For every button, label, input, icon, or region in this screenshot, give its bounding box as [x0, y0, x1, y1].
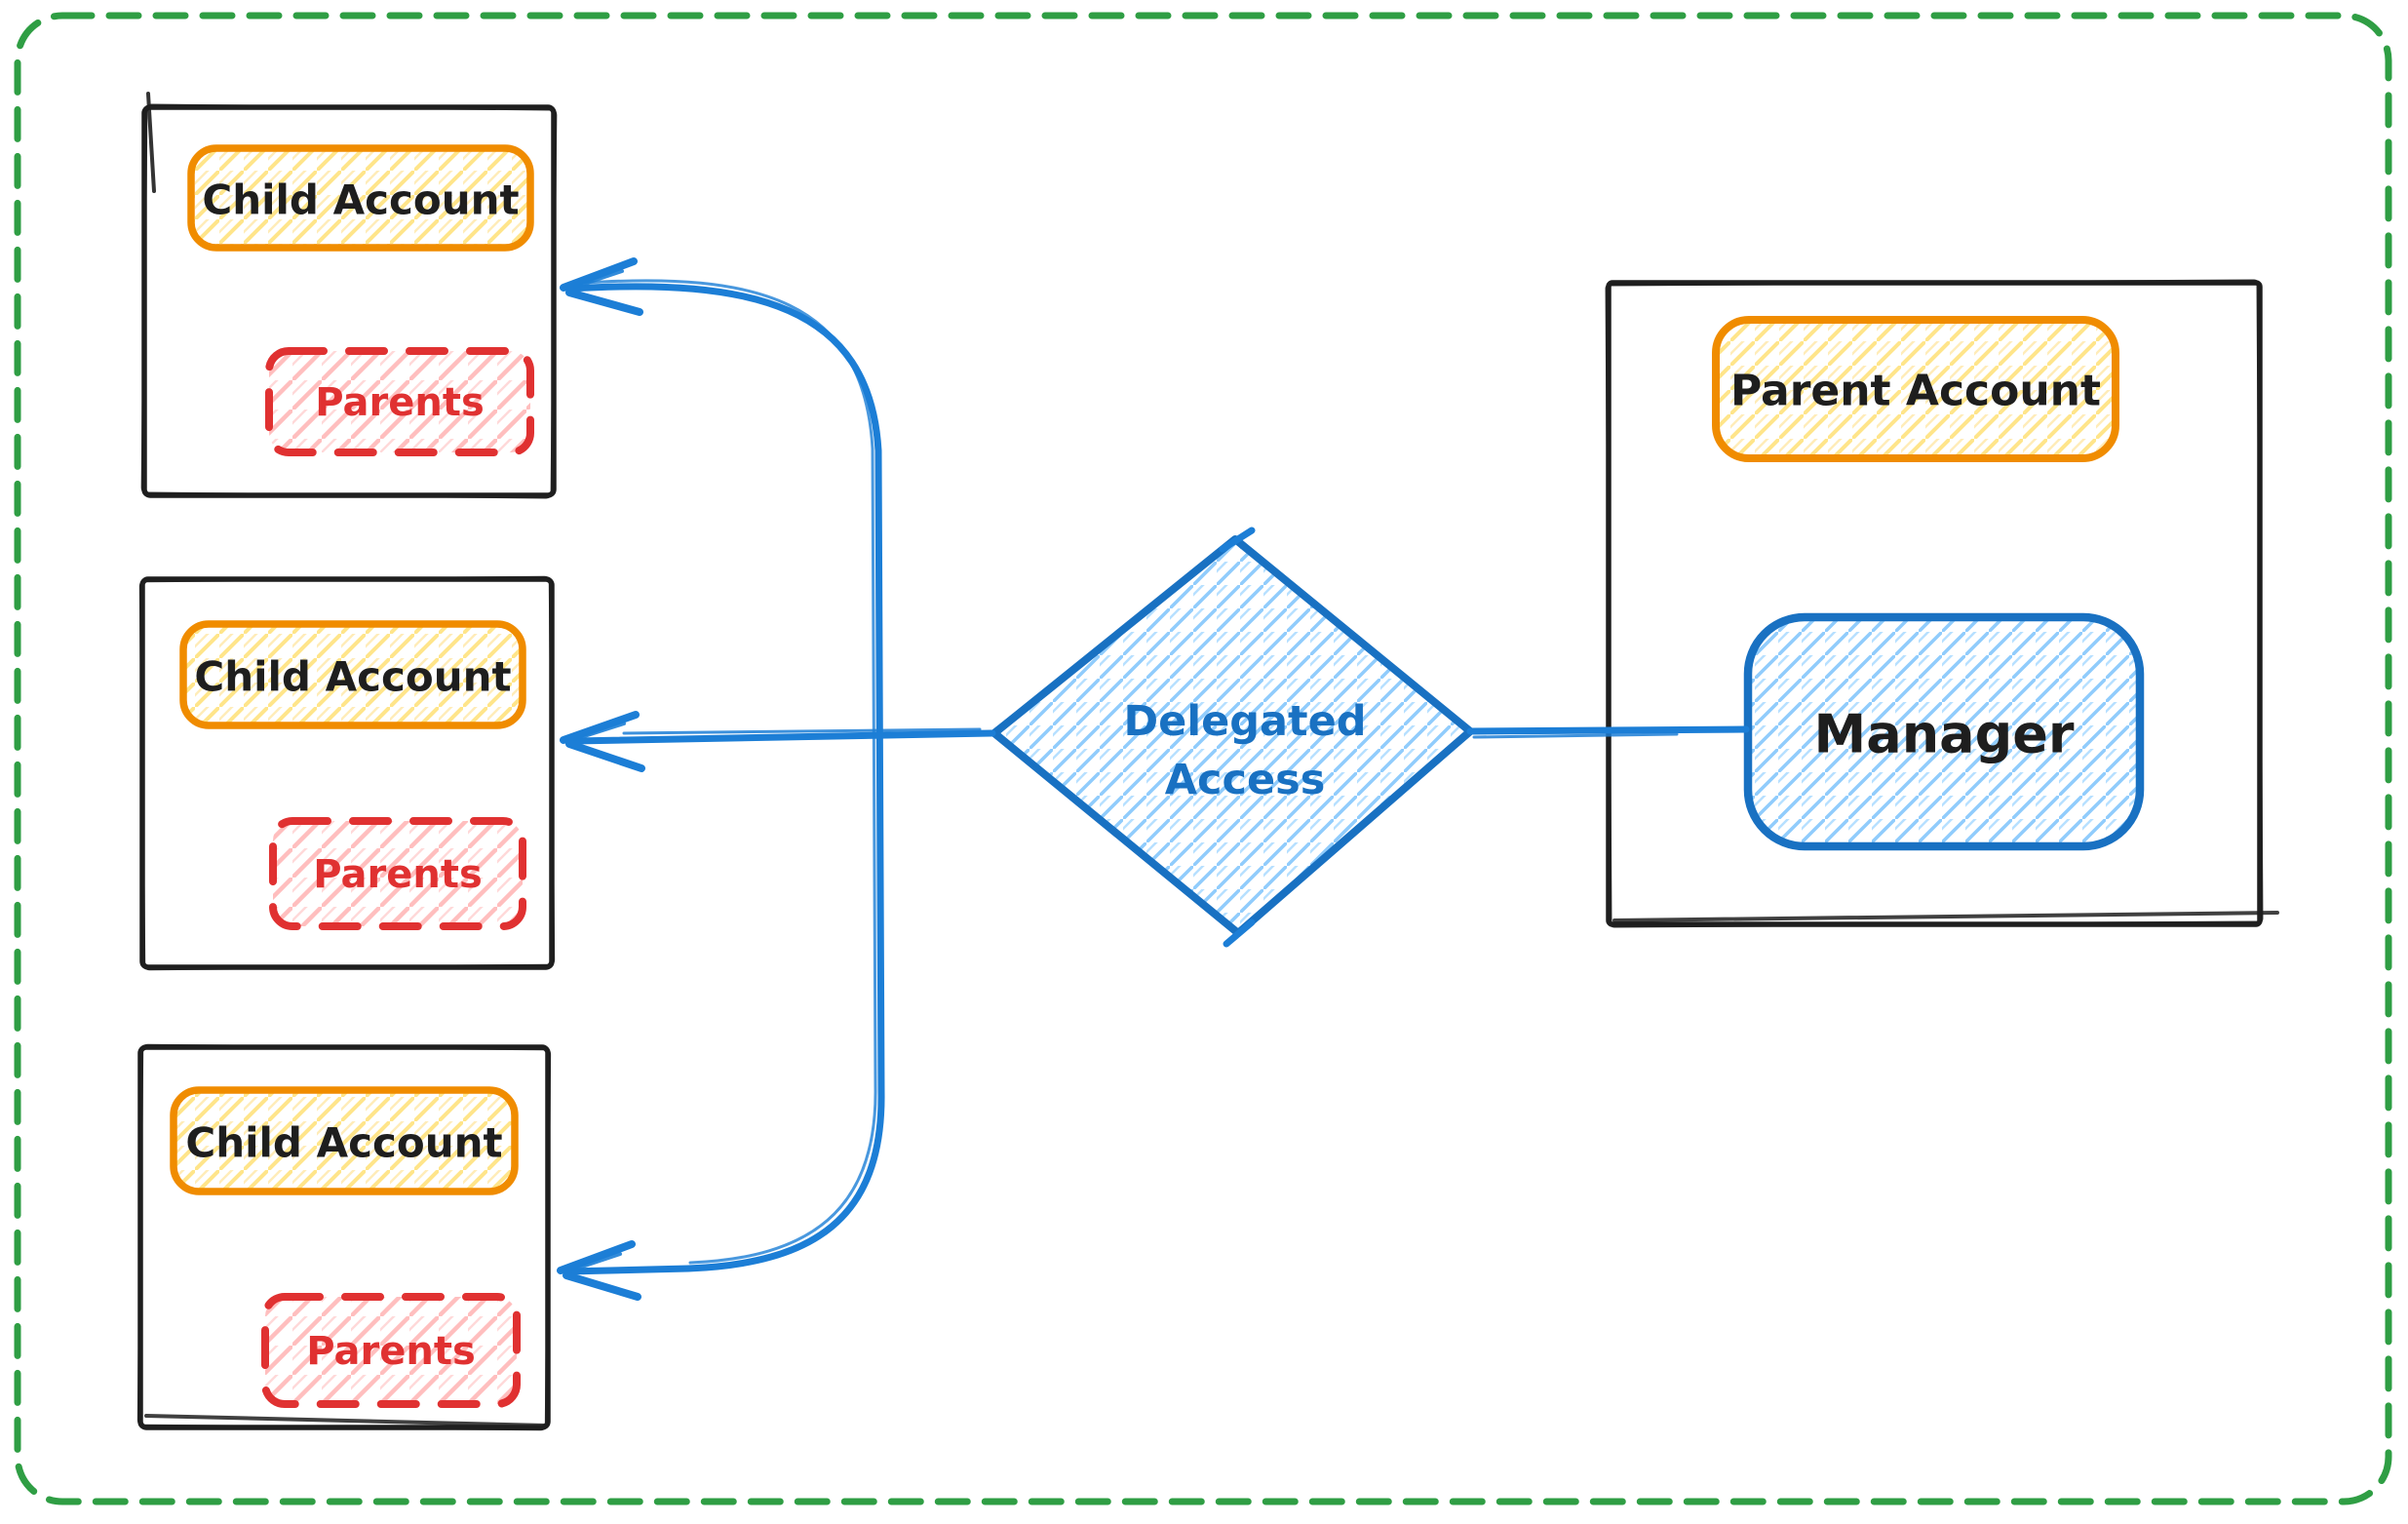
parent-account-node[interactable]: Parent Account Manager	[1605, 279, 2279, 928]
child-account-node-1[interactable]: Child Account Parents	[140, 92, 558, 499]
connector-manager-to-diamond[interactable]	[1466, 725, 1750, 735]
child-account-2-title-pill[interactable]: Child Account	[179, 620, 526, 729]
child-account-1-title-pill[interactable]: Child Account	[187, 144, 534, 252]
connector-diamond-to-child-2[interactable]	[569, 729, 996, 745]
child-account-3-title: Child Account	[185, 1119, 502, 1167]
child-account-1-parents-shape	[265, 347, 534, 456]
connector-manager-to-diamond-sketch	[1472, 732, 1679, 739]
delegated-access-label-line1: Delegated	[1123, 697, 1366, 746]
parent-account-title: Parent Account	[1730, 367, 2101, 416]
child-account-1-parents-label: Parents	[315, 380, 485, 425]
child-account-2-parents-label: Parents	[313, 852, 483, 897]
child-account-1-title: Child Account	[202, 176, 519, 224]
diamond-vertex-ticks	[1219, 527, 1256, 948]
child-account-3-parents-shape	[261, 1293, 521, 1408]
parent-account-title-pill[interactable]: Parent Account	[1712, 316, 2119, 462]
child-account-1-frame-sketch-stroke	[140, 103, 558, 499]
child-account-2-title-pill-shape	[179, 620, 526, 729]
child-account-3-title-pill-shape	[170, 1086, 519, 1195]
child-account-2-title: Child Account	[194, 653, 511, 701]
connectors	[557, 257, 1750, 1301]
arrowhead-to-child-1	[560, 257, 643, 316]
arrowhead-to-child-3	[557, 1240, 641, 1301]
child-account-1-corner-tick	[146, 92, 156, 193]
child-account-2-parents-shape	[269, 817, 526, 930]
child-account-node-2[interactable]: Child Account Parents	[138, 575, 556, 971]
manager-node[interactable]: Manager	[1743, 612, 2145, 851]
child-account-2-frame-sketch-stroke	[138, 575, 556, 971]
canvas-dashed-border	[14, 12, 2392, 1505]
delegated-access-label-line2: Access	[1165, 756, 1326, 804]
connector-trunk-child1-child3[interactable]	[563, 283, 885, 1275]
child-account-2-parents-box[interactable]: Parents	[269, 817, 526, 930]
child-account-3-parents-box[interactable]: Parents	[261, 1293, 521, 1408]
child-account-3-title-pill[interactable]: Child Account	[170, 1086, 519, 1195]
child-account-3-frame-sketch-stroke	[136, 1043, 552, 1431]
child-account-1-parents-box[interactable]: Parents	[265, 347, 534, 456]
child-account-3-parents-label: Parents	[306, 1329, 476, 1374]
connector-trunk-sketch	[583, 279, 877, 1265]
parent-account-bottom-tick	[1612, 911, 2279, 922]
child-account-1-title-pill-shape	[187, 144, 534, 252]
connector-diamond-to-child-2-sketch	[622, 727, 982, 735]
child-account-3-bottom-tick	[144, 1414, 548, 1427]
manager-label: Manager	[1814, 704, 2075, 765]
arrowhead-to-child-2	[560, 711, 645, 772]
parent-account-frame-sketch-stroke	[1605, 279, 2264, 928]
delegated-access-diamond[interactable]: Delegated Access	[990, 527, 1474, 948]
parent-account-title-pill-shape	[1712, 316, 2119, 462]
child-account-node-3[interactable]: Child Account Parents	[136, 1043, 552, 1431]
